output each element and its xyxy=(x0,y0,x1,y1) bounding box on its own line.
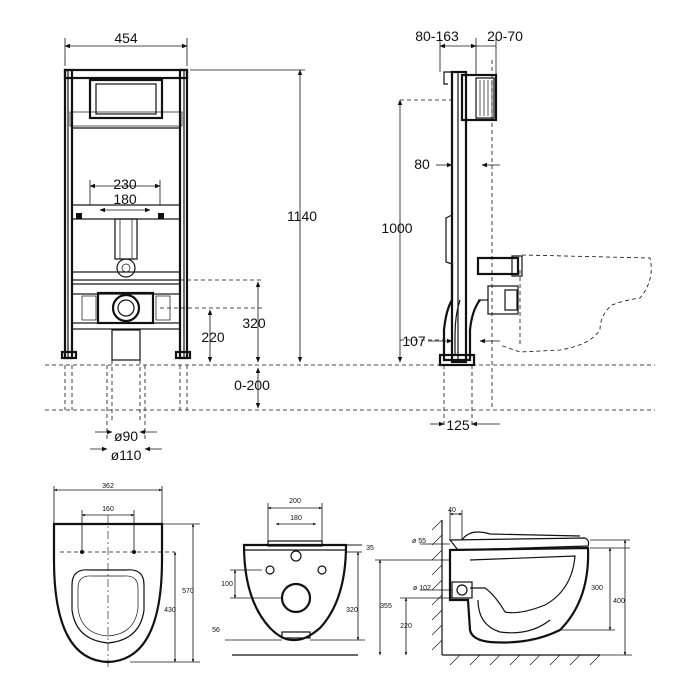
bowl-d2-label: ø 102 xyxy=(413,585,431,592)
rim-offset-label: 35 xyxy=(366,545,374,552)
bowl-front-view: 200 180 35 100 320 56 xyxy=(212,498,374,656)
bowl-width-label: 362 xyxy=(102,483,114,490)
foot-depth-label: 125 xyxy=(446,417,470,433)
bowl-d1-label: ø 55 xyxy=(412,538,426,545)
bowl-h-bowl-label: 300 xyxy=(591,585,603,592)
frame-front-view xyxy=(60,68,262,440)
bowl-h-max-label: 400 xyxy=(613,598,625,605)
side-height-label: 1000 xyxy=(381,220,412,236)
front-width-label: 454 xyxy=(114,30,138,46)
side-dimensions: 80-163 20-70 1000 80 107 125 xyxy=(381,28,523,433)
pipe-d1-label: ø90 xyxy=(114,428,138,444)
hole-offset-label: 100 xyxy=(221,581,233,588)
drain-height-label: 320 xyxy=(242,315,266,331)
hole-spacing-label: 160 xyxy=(102,506,114,513)
bowl-front-width-label: 200 xyxy=(289,498,301,505)
bowl-top-offset-label: 40 xyxy=(448,507,456,514)
inner-spacing-label: 180 xyxy=(113,191,137,207)
frame-side-view xyxy=(400,60,652,428)
bowl-front-height-label: 320 xyxy=(346,607,358,614)
side-depth-label: 80-163 xyxy=(415,28,459,44)
bowl-h-total-label: 355 xyxy=(380,603,392,610)
bottom-offset-label: 56 xyxy=(212,627,220,634)
front-dimensions: 454 230 180 1140 320 220 0-200 ø90 ø110 xyxy=(64,30,317,463)
floor-range-label: 0-200 xyxy=(234,377,270,393)
inlet-height-label: 220 xyxy=(201,329,225,345)
bowl-depth-inner-label: 430 xyxy=(164,607,176,614)
outer-spacing-label: 230 xyxy=(113,176,137,192)
pipe-d2-label: ø110 xyxy=(111,447,142,463)
wall-gap-label: 20-70 xyxy=(487,28,523,44)
front-height-label: 1140 xyxy=(287,208,317,224)
bowl-h-drain-label: 220 xyxy=(400,623,412,630)
bowl-depth-outer-label: 570 xyxy=(182,588,194,595)
bowl-bolt-spacing-label: 180 xyxy=(290,515,302,522)
bowl-side-view: 40 ø 55 ø 102 355 220 300 400 xyxy=(375,507,632,666)
frame-depth-label: 80 xyxy=(414,156,430,172)
floor-lines xyxy=(45,364,655,411)
bowl-top-view: 362 160 430 570 xyxy=(52,483,200,668)
drain-offset-label: 107 xyxy=(402,333,426,349)
